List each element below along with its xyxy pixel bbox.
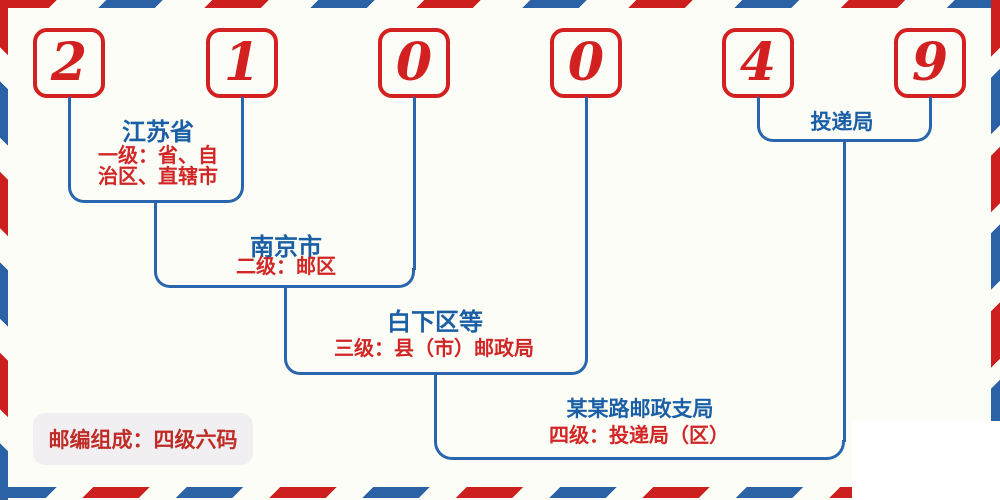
level3-desc: 三级：县（市）邮政局 [334, 338, 534, 360]
connector-digit4-stub [584, 97, 588, 357]
digit-2: 1 [223, 32, 261, 93]
connector-delivery-drop [842, 140, 846, 442]
digit-box-3: 0 [378, 28, 450, 98]
digit-6: 9 [911, 32, 949, 93]
digit-box-1: 2 [33, 28, 105, 98]
level3-name: 白下区等 [387, 309, 483, 336]
bottom-right-white-patch [852, 421, 1000, 500]
connector-level2-drop [283, 286, 287, 355]
connector-digit5-stub [756, 97, 760, 126]
airmail-border-right [991, 0, 1000, 500]
connector-level1-drop [154, 201, 157, 268]
level1-desc-line2: 治区、直辖市 [98, 166, 218, 188]
airmail-border-left [0, 0, 8, 500]
postal-composition-badge: 邮编组成：四级六码 [33, 413, 253, 465]
digit-box-6: 9 [894, 28, 966, 98]
digit-box-4: 0 [550, 28, 622, 98]
level4-name: 某某路邮政支局 [566, 398, 714, 421]
connector-digit3-stub [412, 97, 416, 270]
level2-name: 南京市 [250, 234, 322, 261]
digit-box-2: 1 [206, 28, 278, 98]
connector-digit6-stub [928, 97, 932, 126]
digit-5: 4 [739, 32, 777, 93]
level1-desc-line1: 一级：省、自 [98, 145, 218, 167]
digit-1: 2 [50, 32, 88, 93]
connector-digit1-stub [67, 97, 71, 185]
airmail-border-bottom [0, 487, 1000, 498]
level2-desc: 二级：邮区 [236, 256, 336, 278]
connector-level3-drop [434, 373, 437, 440]
connector-digit2-stub [240, 97, 244, 185]
digit-box-5: 4 [722, 28, 794, 98]
digit-4: 0 [567, 32, 605, 93]
delivery-office-label: 投递局 [810, 111, 874, 134]
airmail-border-top [0, 0, 1000, 8]
level1-name: 江苏省 [122, 119, 194, 146]
level4-desc: 四级：投递局（区） [549, 425, 729, 447]
digit-3: 0 [395, 32, 433, 93]
postal-composition-label: 邮编组成：四级六码 [48, 429, 238, 452]
